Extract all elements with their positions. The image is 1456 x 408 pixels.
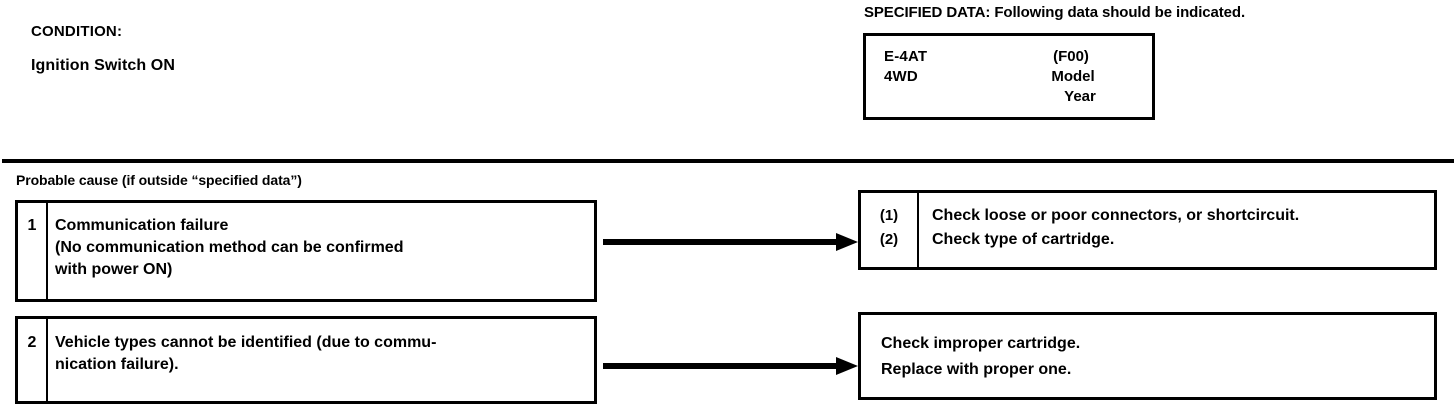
cause-box-2-number: 2 (27, 334, 37, 351)
cause-box-2-text-column: Vehicle types cannot be identified (due … (48, 319, 594, 401)
flow-arrow-1-head-icon (836, 233, 858, 251)
action-box-1-line-2: Check type of cartridge. (932, 231, 1115, 248)
cause-box-1-line-1: Communication failure (55, 217, 229, 234)
specified-data-heading: SPECIFIED DATA: Following data should be… (864, 4, 1246, 21)
specified-data-left-line-1: E-4AT (884, 48, 928, 65)
action-box-1: (1) (2) Check loose or poor connectors, … (858, 190, 1437, 270)
cause-box-1: 1 Communication failure (No communicatio… (15, 200, 597, 302)
flow-arrow-1-shaft (603, 239, 839, 245)
flow-arrow-2-head-icon (836, 357, 858, 375)
probable-cause-heading: Probable cause (if outside “specified da… (16, 172, 302, 188)
specified-data-right-column: (F00) Model Year (1016, 47, 1126, 107)
cause-box-2: 2 Vehicle types cannot be identified (du… (15, 316, 597, 404)
action-box-2-line-1: Check improper cartridge. (881, 335, 1081, 352)
specified-data-block: SPECIFIED DATA: Following data should be… (864, 4, 1456, 22)
specified-data-right-line-2: Model (1051, 68, 1095, 85)
action-box-1-line-1: Check loose or poor connectors, or short… (932, 207, 1300, 224)
condition-value: Ignition Switch ON (31, 57, 176, 74)
specified-data-box: E-4AT 4WD (F00) Model Year (863, 33, 1155, 120)
action-box-2-text-column: Check improper cartridge. Replace with p… (861, 315, 1434, 397)
cause-box-1-line-2: (No communication method can be confirme… (55, 239, 404, 256)
action-box-2-line-2: Replace with proper one. (881, 361, 1072, 378)
cause-box-1-line-3: with power ON) (55, 261, 173, 278)
specified-data-right-line-3: Year (1064, 88, 1096, 105)
specified-data-left-column: E-4AT 4WD (884, 47, 927, 87)
cause-box-2-number-column: 2 (18, 319, 48, 401)
cause-box-2-line-2: nication failure). (55, 356, 179, 373)
flow-arrow-1 (603, 233, 858, 251)
cause-box-1-number: 1 (27, 217, 37, 234)
action-box-1-number-column: (1) (2) (861, 193, 919, 267)
action-box-1-text-column: Check loose or poor connectors, or short… (919, 193, 1434, 267)
specified-data-left-line-2: 4WD (884, 68, 918, 85)
specified-data-right-line-1: (F00) (1053, 48, 1089, 65)
action-box-2: Check improper cartridge. Replace with p… (858, 312, 1437, 400)
cause-box-2-line-1: Vehicle types cannot be identified (due … (55, 334, 437, 351)
cause-box-1-number-column: 1 (18, 203, 48, 299)
condition-block: CONDITION: Ignition Switch ON (31, 22, 451, 76)
flow-arrow-2 (603, 357, 858, 375)
flow-arrow-2-shaft (603, 363, 839, 369)
cause-box-1-text-column: Communication failure (No communication … (48, 203, 594, 299)
action-box-1-number-1: (1) (879, 207, 899, 224)
action-box-1-number-2: (2) (879, 231, 899, 248)
section-divider-rule (2, 159, 1454, 163)
condition-label: CONDITION: (31, 23, 123, 40)
